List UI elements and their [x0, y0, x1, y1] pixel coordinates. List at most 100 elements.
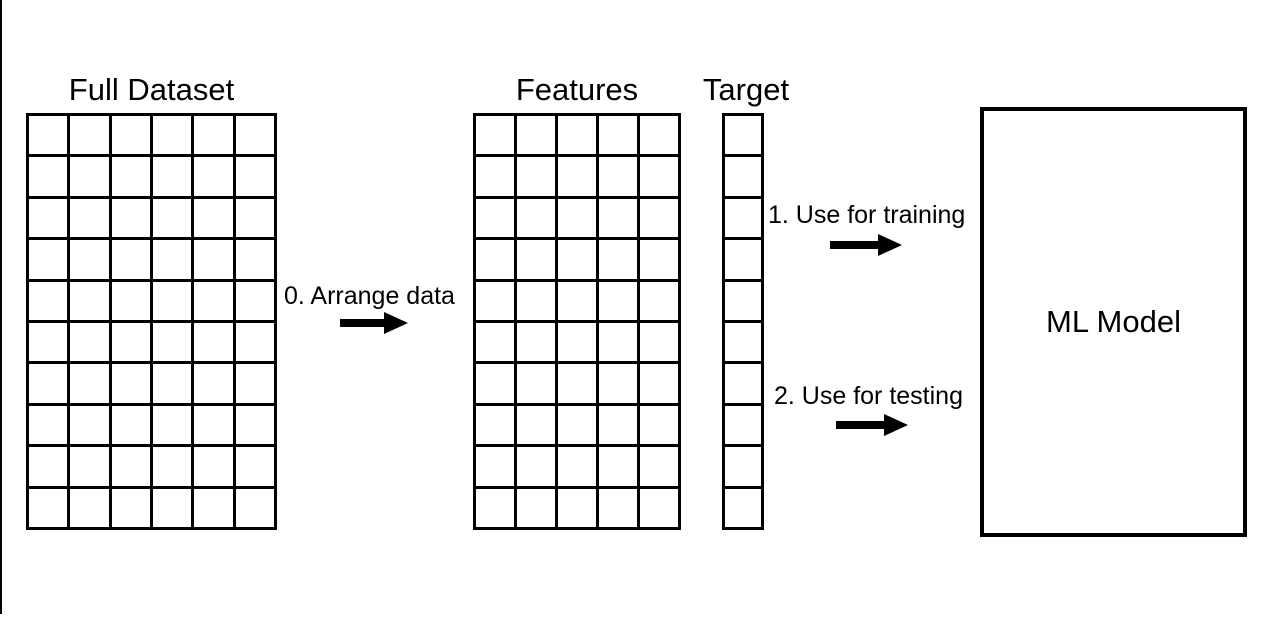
- grid-cell: [235, 364, 274, 403]
- grid-cell: [476, 281, 514, 320]
- grid-cell: [476, 157, 514, 196]
- grid-cell: [235, 240, 274, 279]
- grid-cell: [111, 488, 150, 527]
- grid-cell: [517, 488, 555, 527]
- grid-cell: [558, 364, 596, 403]
- grid-cell: [29, 364, 68, 403]
- grid-cell: [70, 405, 109, 445]
- grid-cell: [152, 488, 192, 527]
- grid-cell: [194, 281, 233, 320]
- grid-cell: [152, 323, 192, 362]
- grid-cell: [194, 488, 233, 527]
- grid-cell: [194, 116, 233, 155]
- grid-cell: [599, 364, 637, 403]
- grid-cell: [476, 405, 514, 445]
- grid-cell: [558, 323, 596, 362]
- grid-cell: [517, 447, 555, 486]
- grid-cell: [476, 488, 514, 527]
- testing-arrow: [836, 414, 908, 436]
- grid-cell: [111, 198, 150, 238]
- grid-cell: [640, 240, 678, 279]
- grid-cell: [152, 447, 192, 486]
- grid-cell: [29, 198, 68, 238]
- grid-cell: [725, 447, 761, 486]
- grid-cell: [152, 364, 192, 403]
- grid-cell: [725, 116, 761, 155]
- grid-cell: [29, 157, 68, 196]
- grid-cell: [517, 240, 555, 279]
- grid-cell: [70, 198, 109, 238]
- grid-cell: [599, 281, 637, 320]
- grid-cell: [235, 116, 274, 155]
- use-for-training-label: 1. Use for training: [768, 201, 966, 229]
- grid-cell: [725, 323, 761, 362]
- grid-cell: [640, 157, 678, 196]
- grid-cell: [725, 281, 761, 320]
- arrange-data-label: 0. Arrange data: [284, 282, 455, 310]
- grid-cell: [235, 405, 274, 445]
- grid-cell: [558, 447, 596, 486]
- grid-cell: [640, 447, 678, 486]
- grid-cell: [29, 116, 68, 155]
- grid-cell: [558, 157, 596, 196]
- grid-cell: [70, 447, 109, 486]
- grid-cell: [517, 405, 555, 445]
- grid-cell: [640, 488, 678, 527]
- grid-cell: [725, 240, 761, 279]
- grid-cell: [70, 281, 109, 320]
- grid-cell: [70, 157, 109, 196]
- right-arrow-icon: [830, 234, 902, 256]
- grid-cell: [558, 198, 596, 238]
- grid-cell: [558, 405, 596, 445]
- use-for-testing-label: 2. Use for testing: [774, 382, 963, 410]
- grid-cell: [70, 323, 109, 362]
- arrange-data-arrow: [340, 312, 408, 334]
- grid-cell: [111, 240, 150, 279]
- grid-cell: [640, 364, 678, 403]
- grid-cell: [194, 323, 233, 362]
- grid-cell: [111, 281, 150, 320]
- grid-cell: [194, 405, 233, 445]
- features-grid: [473, 113, 681, 530]
- grid-cell: [725, 198, 761, 238]
- grid-cell: [476, 116, 514, 155]
- grid-cell: [194, 364, 233, 403]
- grid-cell: [194, 198, 233, 238]
- grid-cell: [640, 323, 678, 362]
- grid-cell: [640, 281, 678, 320]
- grid-cell: [558, 116, 596, 155]
- training-arrow: [830, 234, 902, 256]
- grid-cell: [152, 198, 192, 238]
- grid-cell: [235, 447, 274, 486]
- grid-cell: [29, 447, 68, 486]
- grid-cell: [599, 116, 637, 155]
- grid-cell: [235, 198, 274, 238]
- grid-cell: [29, 488, 68, 527]
- grid-cell: [517, 281, 555, 320]
- grid-cell: [517, 157, 555, 196]
- target-grid: [722, 113, 764, 530]
- grid-cell: [70, 116, 109, 155]
- grid-cell: [558, 281, 596, 320]
- grid-cell: [517, 364, 555, 403]
- grid-cell: [235, 323, 274, 362]
- grid-cell: [111, 447, 150, 486]
- ml-model-label: ML Model: [1046, 304, 1181, 339]
- grid-cell: [111, 157, 150, 196]
- grid-cell: [517, 323, 555, 362]
- right-arrow-icon: [340, 312, 408, 334]
- grid-cell: [70, 364, 109, 403]
- grid-cell: [70, 240, 109, 279]
- grid-cell: [725, 488, 761, 527]
- full-dataset-grid: [26, 113, 277, 530]
- grid-cell: [152, 240, 192, 279]
- grid-cell: [111, 364, 150, 403]
- grid-cell: [599, 488, 637, 527]
- grid-cell: [235, 488, 274, 527]
- grid-cell: [599, 323, 637, 362]
- grid-cell: [640, 405, 678, 445]
- grid-cell: [476, 198, 514, 238]
- grid-cell: [725, 157, 761, 196]
- grid-cell: [517, 116, 555, 155]
